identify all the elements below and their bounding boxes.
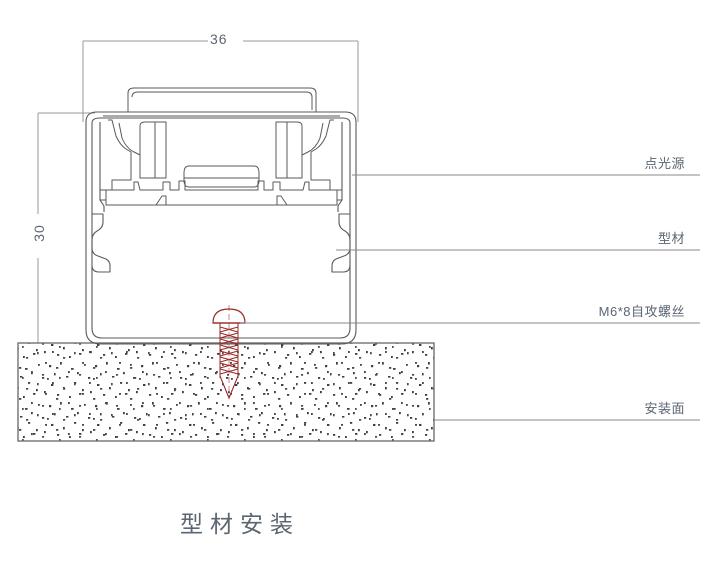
screw-head bbox=[212, 308, 246, 324]
led-reflector-left bbox=[99, 119, 132, 200]
callout-label-self-tapping-screw: M6*8自攻螺丝 bbox=[598, 304, 685, 319]
top-lens-cap bbox=[103, 87, 340, 117]
led-base-plate-lower bbox=[105, 190, 338, 206]
lens-outer bbox=[127, 87, 317, 113]
profile-cavity-left-wall bbox=[99, 122, 105, 212]
profile-inner-shell bbox=[91, 117, 351, 339]
profile-left-clip bbox=[91, 213, 111, 273]
led-reflector-right-inner bbox=[301, 122, 324, 178]
callout-leader-lines bbox=[240, 174, 700, 421]
lens-inner bbox=[131, 91, 313, 110]
profile-outer-shell bbox=[85, 111, 357, 345]
screw-tip bbox=[219, 375, 239, 400]
led-reflector-left-inner bbox=[118, 122, 141, 178]
profile-cavity-right-wall bbox=[337, 122, 343, 212]
led-pill-lens bbox=[183, 165, 260, 188]
callout-label-profile: 型材 bbox=[657, 231, 685, 246]
screw-threads bbox=[219, 326, 239, 375]
aluminium-extrusion-profile bbox=[85, 111, 357, 345]
m6x8-self-tapping-screw bbox=[212, 305, 246, 400]
dimension-width-36 bbox=[82, 40, 359, 122]
dimension-width-label: 36 bbox=[210, 31, 228, 47]
callout-label-mounting-surface: 安装面 bbox=[644, 401, 685, 416]
led-base-plate bbox=[112, 180, 330, 191]
profile-right-clip bbox=[331, 213, 351, 273]
dimension-height-label: 30 bbox=[31, 224, 47, 242]
callout-label-point-light-source: 点光源 bbox=[644, 156, 685, 171]
led-housing-right bbox=[275, 121, 303, 179]
led-housing-left bbox=[139, 121, 167, 179]
point-light-source-module bbox=[99, 119, 343, 206]
led-reflector-right bbox=[310, 119, 343, 200]
concrete-outline bbox=[17, 342, 435, 442]
drawing-caption: 型材安装 bbox=[180, 511, 300, 537]
